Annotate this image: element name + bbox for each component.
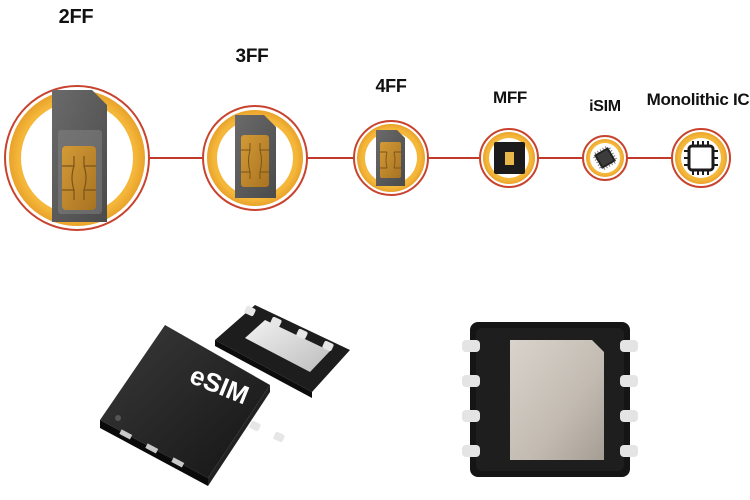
sim-3ff-icon (202, 105, 308, 211)
label-mff: MFF (492, 88, 528, 107)
label-3ff: 3FF (235, 46, 269, 67)
sim-4ff-icon (353, 120, 429, 196)
label-4ff: 4FF (375, 76, 407, 96)
sim-mff-icon (479, 128, 539, 188)
sim-2ff-icon (4, 85, 150, 231)
esim-chip-package: eSIM (100, 305, 350, 486)
label-monolithic-ic: Monolithic IC (646, 90, 750, 109)
esim-chip-photo (462, 322, 638, 477)
isim-icon (582, 135, 628, 181)
label-2ff: 2FF (58, 6, 94, 28)
label-isim: iSIM (589, 98, 621, 115)
monolithic-ic-icon (671, 128, 731, 188)
